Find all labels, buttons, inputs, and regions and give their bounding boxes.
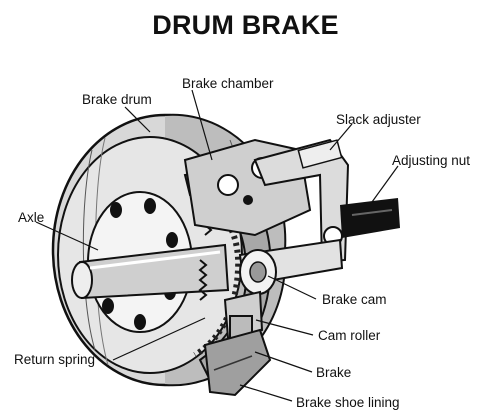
label-brake-cam: Brake cam — [322, 292, 387, 307]
label-adjusting-nut: Adjusting nut — [392, 153, 471, 168]
label-brake-drum: Brake drum — [82, 92, 152, 107]
leader-brake-shoe-lining — [239, 384, 293, 402]
leader-brake-drum — [124, 106, 151, 133]
leader-return-spring — [112, 317, 206, 361]
leader-lines — [35, 89, 399, 402]
label-slack-adjuster: Slack adjuster — [336, 112, 421, 127]
leader-brake-cam — [267, 275, 317, 300]
leader-slack-adjuster — [329, 123, 353, 151]
leader-adjusting-nut — [371, 165, 399, 203]
label-brake-chamber: Brake chamber — [182, 76, 274, 91]
label-axle: Axle — [18, 210, 45, 225]
leader-cam-roller — [255, 319, 314, 336]
leader-brake — [254, 351, 313, 373]
adjusting-nut — [340, 198, 400, 238]
brake-shoe — [203, 328, 272, 397]
label-brake: Brake — [316, 365, 352, 380]
slack-adjuster — [253, 138, 350, 264]
leader-brake-chamber — [191, 89, 213, 161]
label-brake-shoe-lining: Brake shoe lining — [296, 395, 400, 410]
axle-shaft — [71, 243, 230, 300]
camshaft — [238, 238, 344, 295]
diagram-title: DRUM BRAKE — [152, 10, 339, 40]
label-return-spring: Return spring — [14, 352, 96, 367]
leader-axle — [35, 221, 99, 251]
label-cam-roller: Cam roller — [318, 328, 381, 343]
